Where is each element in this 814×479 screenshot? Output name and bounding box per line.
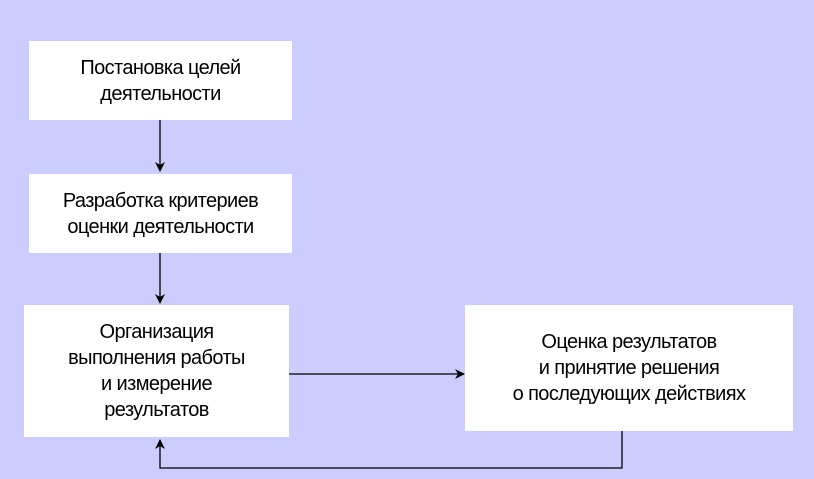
- box-text-line: Организация: [99, 321, 214, 343]
- box-text-line: Разработка критериев: [62, 189, 259, 212]
- box-text-line: Постановка целей: [80, 56, 241, 79]
- box-text-line: и измерение: [101, 373, 213, 395]
- box-text-line: выполнения работы: [68, 347, 245, 369]
- box-work-organization: Организация выполнения работы и измерение р…: [24, 305, 289, 437]
- box-text-line: и принятие решения: [538, 357, 720, 379]
- box-text-line: результатов: [104, 399, 209, 421]
- box-text-line: о последующих действиях: [512, 383, 746, 405]
- box-text-line: Оценка результатов: [541, 331, 717, 353]
- box-criteria-development: Разработка критериев оценки деятельности: [29, 174, 292, 253]
- box-results-evaluation: Оценка результатов и принятие решения о по…: [465, 305, 793, 431]
- box-goal-setting: Постановка целей деятельности: [29, 41, 292, 120]
- arrow-feedback-loop: [155, 431, 623, 469]
- box-text-line: оценки деятельности: [67, 215, 254, 238]
- box-text-line: деятельности: [100, 82, 221, 105]
